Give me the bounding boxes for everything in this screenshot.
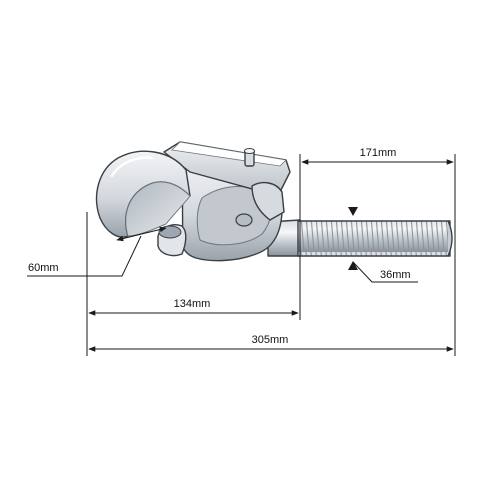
leader-thread-diameter [352, 261, 418, 283]
socket-opening [158, 225, 182, 239]
arrow-diameter-top [348, 207, 358, 216]
arrow-diameter-bottom [348, 261, 358, 270]
latch-pin [244, 148, 255, 167]
leader-hook-opening [27, 235, 142, 277]
threaded-shank [267, 219, 453, 257]
label-thread-length: 171mm [360, 147, 397, 159]
label-hook-length: 134mm [174, 298, 211, 310]
lever-pivot [235, 213, 253, 227]
thread-body [297, 220, 451, 257]
top-link-hook [95, 141, 453, 262]
label-thread-diameter: 36mm [380, 269, 411, 281]
label-overall-length: 305mm [252, 334, 289, 346]
label-hook-opening: 60mm [28, 262, 59, 274]
jaw-highlight [110, 156, 154, 178]
thread-end [447, 220, 453, 257]
dim-hook-opening: 60mm [27, 226, 167, 277]
dim-line-hook-opening [116, 226, 167, 242]
release-lever [251, 181, 285, 221]
dim-thread-diameter: 36mm [348, 207, 418, 283]
